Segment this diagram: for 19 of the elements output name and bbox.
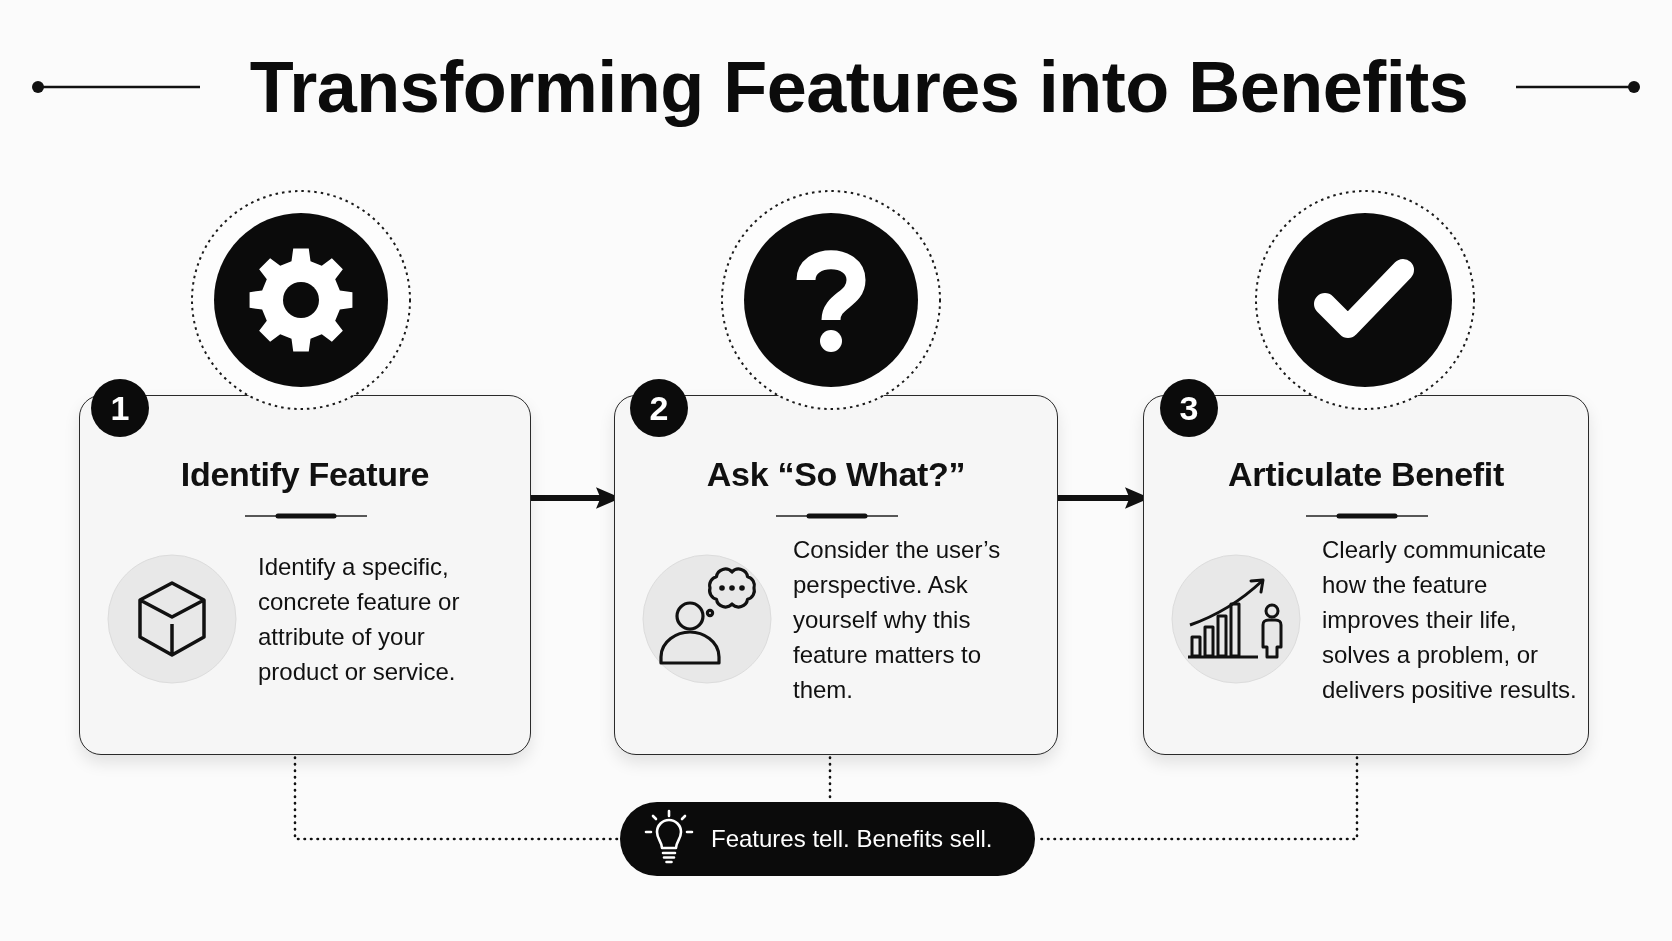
step-card xyxy=(79,395,531,755)
step-card xyxy=(614,395,1058,755)
card-description: Consider the user’s perspective. Ask yourself why this feature matters to them. xyxy=(793,534,1002,705)
card-heading: Articulate Benefit xyxy=(1227,454,1505,494)
card-description: Identify a specific, concrete feature or attribute of your product or service. xyxy=(258,552,461,687)
title: Transforming Features into Benefits xyxy=(249,47,1469,127)
step-number: 3 xyxy=(1179,390,1199,426)
dotted-connector xyxy=(828,756,832,801)
step-number: 2 xyxy=(649,390,669,426)
card-description: Clearly communicate how the feature improves their life, solves a problem, or delivers positive results. xyxy=(1322,534,1578,705)
number-badge xyxy=(630,379,688,437)
card-heading: Ask “So What?” xyxy=(706,454,966,494)
number-badge xyxy=(91,379,149,437)
dotted-connector xyxy=(293,756,619,841)
step-number: 1 xyxy=(110,390,130,426)
number-badge xyxy=(1160,379,1218,437)
step-card xyxy=(1143,395,1589,755)
card-heading: Identify Feature xyxy=(180,454,430,494)
tagline-text: Features tell. Benefits sell. xyxy=(711,824,993,854)
